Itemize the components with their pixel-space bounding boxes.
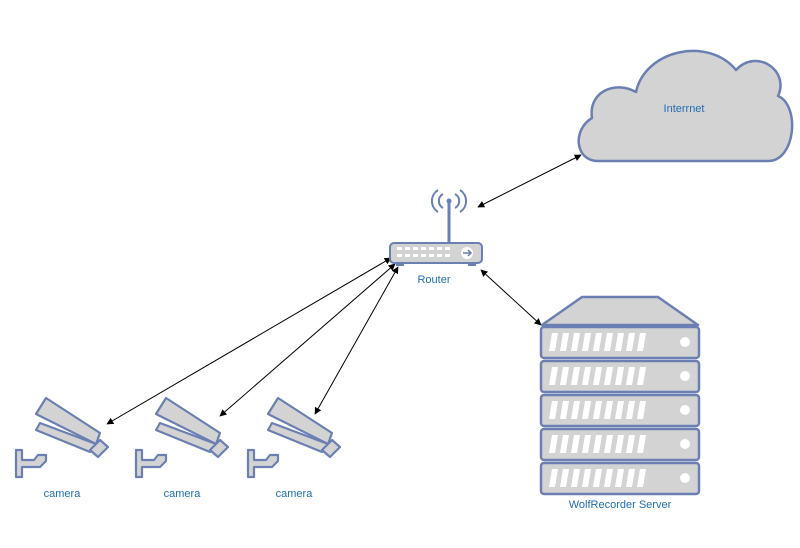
router-node: Router [389,189,483,286]
camera-label: camera [276,488,314,500]
camera-node-1: camera [14,396,110,500]
server-label: WolfRecorder Server [569,499,672,511]
connectors [106,154,582,425]
connector-router-camera-3 [314,266,399,415]
wifi-router-icon [389,189,483,266]
cctv-camera-icon [246,396,342,479]
connector-router-internet [477,154,582,208]
server-node: WolfRecorder Server [539,295,701,511]
connector-router-camera-1 [106,257,392,425]
camera-node-3: camera [246,396,342,500]
cctv-camera-icon [134,396,230,479]
camera-label: camera [44,488,82,500]
camera-node-2: camera [134,396,230,500]
connector-router-server [480,269,542,326]
cctv-camera-icon [14,396,110,479]
connector-router-camera-2 [219,263,396,417]
internet-label: Interrnet [664,103,705,115]
router-label: Router [417,274,450,286]
internet-node: Interrnet [577,49,794,163]
server-rack-icon [539,295,701,496]
cloud-icon [577,49,794,163]
camera-label: camera [164,488,202,500]
